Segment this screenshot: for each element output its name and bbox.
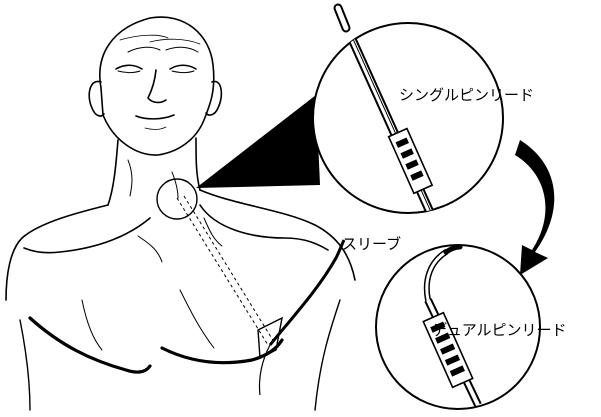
or-arrow	[515, 140, 554, 275]
single-pin-lead-label: シングルピンリード	[399, 84, 534, 105]
neck-left	[108, 140, 118, 205]
dual-pin-lead-label: デュアルピンリード	[432, 319, 567, 340]
lead-path	[177, 196, 344, 395]
nose	[148, 70, 166, 102]
sleeve-label: スリーブ	[342, 233, 401, 254]
neck-right	[196, 138, 200, 190]
chest-left	[30, 318, 150, 372]
zoom-wedge	[196, 95, 320, 188]
mouth	[136, 115, 174, 119]
single-pin-magnifier	[313, 8, 503, 232]
head-outline	[100, 17, 214, 155]
left-eye	[116, 65, 142, 69]
clavicle-left	[24, 218, 150, 253]
lead-tail	[270, 240, 344, 345]
neck-focus-circle	[157, 179, 197, 219]
right-eye	[170, 65, 196, 69]
patient-figure	[6, 17, 355, 410]
or-label: または	[510, 187, 537, 200]
